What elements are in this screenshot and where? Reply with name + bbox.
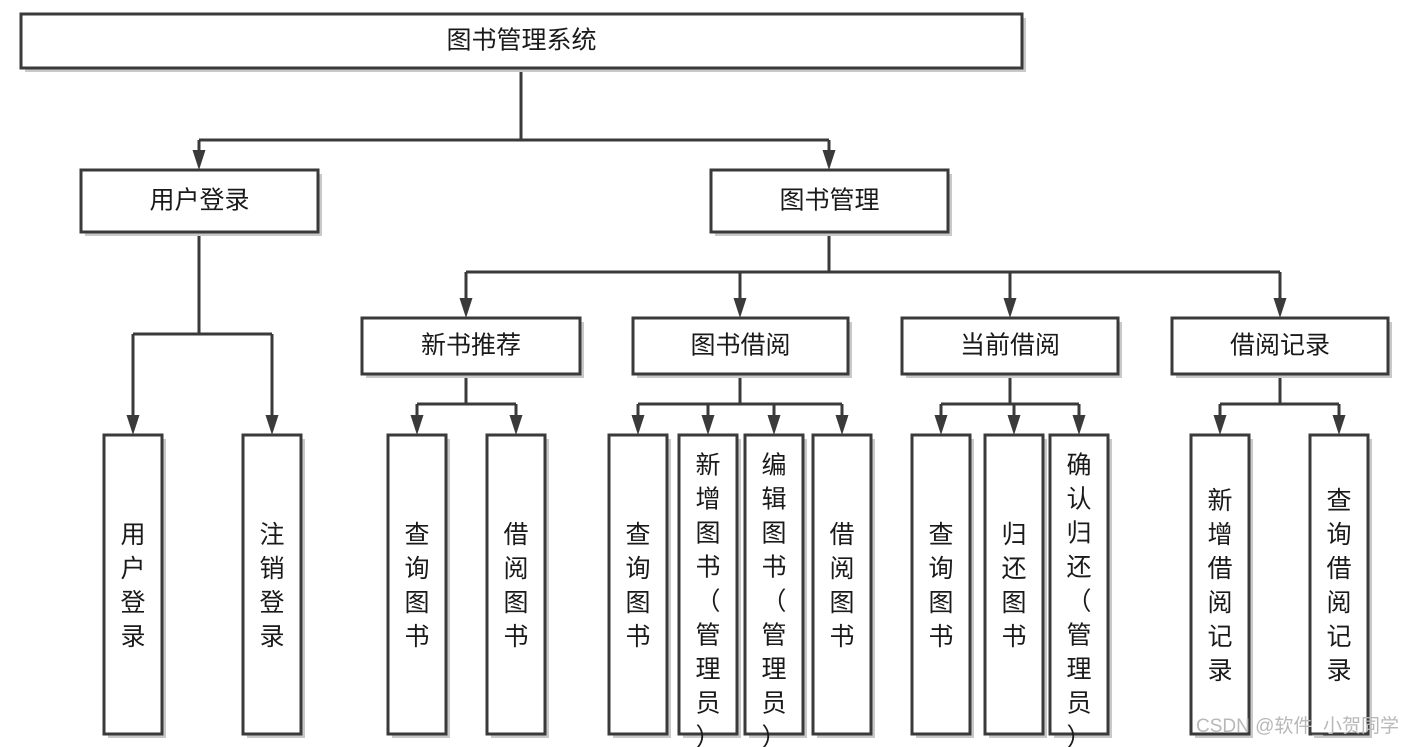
node-label: 归还图书: [1001, 521, 1026, 651]
node-label: 图书借阅: [690, 332, 790, 360]
node-current-borrow[interactable]: 当前借阅: [900, 316, 1122, 378]
arrow-head-icon: [631, 415, 645, 435]
node-box[interactable]: [631, 316, 850, 376]
arrow-head-icon: [126, 415, 140, 435]
node-leaf-query-record[interactable]: 查询借阅记录: [1308, 433, 1372, 738]
node-label: 查询图书: [928, 521, 953, 651]
node-leaf-user-login[interactable]: 用户登录: [102, 433, 166, 738]
csdn-watermark: CSDN @软件_小贺同学: [1196, 715, 1399, 737]
node-box[interactable]: [607, 433, 669, 736]
arrow-head-icon: [192, 150, 206, 170]
node-label: 确认归还（管理员）: [1066, 452, 1091, 747]
arrow-head-icon: [265, 415, 279, 435]
arrow-head-icon: [835, 415, 849, 435]
node-box[interactable]: [1189, 433, 1251, 736]
node-root[interactable]: 图书管理系统: [19, 12, 1026, 72]
node-leaf-query-book-2[interactable]: 查询图书: [607, 433, 671, 738]
arrow-head-icon: [459, 298, 473, 318]
node-label: 图书管理系统: [446, 27, 596, 55]
node-label: 查询图书: [404, 521, 429, 651]
arrow-head-icon: [509, 415, 523, 435]
connector-group-current-to-leaves: [934, 374, 1086, 435]
connector-group-bookmanage-to-level3: [459, 232, 1287, 318]
node-label: 查询借阅记录: [1326, 487, 1351, 685]
node-new-book-recommend[interactable]: 新书推荐: [360, 316, 584, 378]
connectors-layer: [126, 68, 1346, 435]
connector-group-borrow-to-leaves: [631, 374, 849, 435]
node-box[interactable]: [1308, 433, 1370, 736]
arrow-head-icon: [1072, 415, 1086, 435]
node-box[interactable]: [900, 316, 1120, 376]
arrow-head-icon: [822, 150, 836, 170]
node-label: 查询图书: [625, 521, 650, 651]
node-label: 借阅图书: [503, 521, 528, 651]
node-label: 借阅图书: [829, 521, 854, 651]
node-book-borrow[interactable]: 图书借阅: [631, 316, 852, 378]
node-leaf-query-book-1[interactable]: 查询图书: [386, 433, 450, 738]
node-label: 图书管理: [779, 187, 879, 215]
node-leaf-add-book[interactable]: 新增图书（管理员）: [677, 433, 741, 747]
arrow-head-icon: [733, 298, 747, 318]
node-leaf-borrow-book-1[interactable]: 借阅图书: [485, 433, 549, 738]
connector-group-record-to-leaves: [1213, 374, 1346, 435]
arrow-head-icon: [767, 415, 781, 435]
node-user-login[interactable]: 用户登录: [79, 168, 322, 236]
arrow-head-icon: [1213, 415, 1227, 435]
node-label: 注销登录: [259, 521, 284, 651]
node-label: 新增借阅记录: [1207, 487, 1232, 685]
node-box[interactable]: [709, 168, 950, 234]
arrow-head-icon: [1007, 415, 1021, 435]
node-label: 新书推荐: [421, 332, 521, 360]
node-box[interactable]: [677, 433, 739, 736]
node-box[interactable]: [743, 433, 805, 736]
nodes-layer: 图书管理系统用户登录图书管理新书推荐图书借阅当前借阅借阅记录用户登录注销登录查询…: [19, 12, 1392, 747]
node-label: 借阅记录: [1230, 332, 1330, 360]
arrow-head-icon: [1273, 298, 1287, 318]
arrow-head-icon: [1332, 415, 1346, 435]
node-box[interactable]: [811, 433, 873, 736]
arrow-head-icon: [934, 415, 948, 435]
node-label: 用户登录: [149, 187, 249, 215]
node-leaf-add-record[interactable]: 新增借阅记录: [1189, 433, 1253, 738]
node-leaf-user-logout[interactable]: 注销登录: [241, 433, 305, 738]
node-box[interactable]: [19, 12, 1024, 70]
node-label: 新增图书（管理员）: [695, 452, 720, 747]
node-label: 当前借阅: [960, 332, 1060, 360]
node-box[interactable]: [386, 433, 448, 736]
node-leaf-return-book[interactable]: 归还图书: [983, 433, 1047, 738]
node-label: 用户登录: [120, 521, 145, 651]
connector-group-userlogin-to-leaves: [126, 232, 279, 435]
connector-group-recommend-to-leaves: [410, 374, 523, 435]
node-box[interactable]: [983, 433, 1045, 736]
connector-group-root-to-level2: [192, 68, 836, 170]
node-label: 编辑图书（管理员）: [761, 452, 786, 747]
node-box[interactable]: [485, 433, 547, 736]
node-box[interactable]: [1048, 433, 1110, 736]
node-box[interactable]: [360, 316, 582, 376]
node-borrow-record[interactable]: 借阅记录: [1170, 316, 1392, 378]
node-book-manage[interactable]: 图书管理: [709, 168, 952, 236]
arrow-head-icon: [701, 415, 715, 435]
node-leaf-borrow-book-2[interactable]: 借阅图书: [811, 433, 875, 738]
node-leaf-confirm-return[interactable]: 确认归还（管理员）: [1048, 433, 1112, 747]
node-box[interactable]: [241, 433, 303, 736]
node-box[interactable]: [910, 433, 972, 736]
arrow-head-icon: [1003, 298, 1017, 318]
node-leaf-edit-book[interactable]: 编辑图书（管理员）: [743, 433, 807, 747]
node-box[interactable]: [79, 168, 320, 234]
node-box[interactable]: [1170, 316, 1390, 376]
arrow-head-icon: [410, 415, 424, 435]
node-box[interactable]: [102, 433, 164, 736]
node-leaf-query-book-3[interactable]: 查询图书: [910, 433, 974, 738]
